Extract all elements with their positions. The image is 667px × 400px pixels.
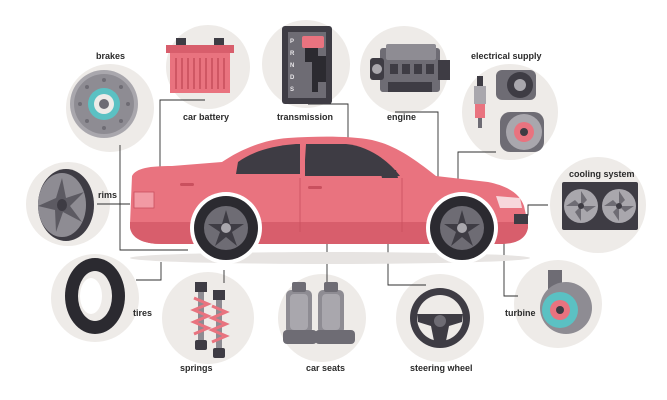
label-car-battery: car battery <box>183 112 230 122</box>
gear-letter-s: S <box>290 87 294 93</box>
rear-wheel <box>194 196 258 260</box>
gear-letter-r: R <box>290 51 295 57</box>
label-car-seats: car seats <box>306 363 346 373</box>
label-springs: springs <box>180 363 213 373</box>
gear-letter-d: D <box>290 75 295 81</box>
label-electrical-supply: electrical supply <box>471 51 542 61</box>
side-mirror <box>380 170 398 178</box>
label-engine: engine <box>387 112 417 122</box>
label-rims: rims <box>98 190 118 200</box>
window-rear <box>236 144 302 174</box>
tires-icon <box>65 258 125 334</box>
label-turbine: turbine <box>505 308 536 318</box>
head-light <box>496 196 522 208</box>
label-tires: tires <box>133 308 153 318</box>
label-transmission: transmission <box>277 112 334 122</box>
rims-icon <box>38 169 94 241</box>
car-seats-icon <box>283 282 355 344</box>
engine-icon <box>370 44 450 92</box>
car-battery-icon <box>166 38 234 93</box>
cooling-system-icon <box>562 182 638 230</box>
label-steering-wheel: steering wheel <box>410 363 473 373</box>
label-cooling-system: cooling system <box>569 169 635 179</box>
turbine-icon <box>540 270 592 334</box>
car <box>130 136 530 264</box>
label-brakes: brakes <box>96 51 126 61</box>
gear-letter-p: P <box>290 39 294 45</box>
brakes-icon <box>70 70 138 138</box>
window-front <box>304 144 400 176</box>
tail-light <box>133 191 155 209</box>
gear-letter-n: N <box>290 63 294 69</box>
steering-wheel-icon <box>410 288 470 348</box>
electrical-supply-icon <box>474 70 544 152</box>
transmission-icon: P R N D S <box>282 26 332 104</box>
front-wheel <box>430 196 494 260</box>
springs-icon <box>190 282 230 358</box>
